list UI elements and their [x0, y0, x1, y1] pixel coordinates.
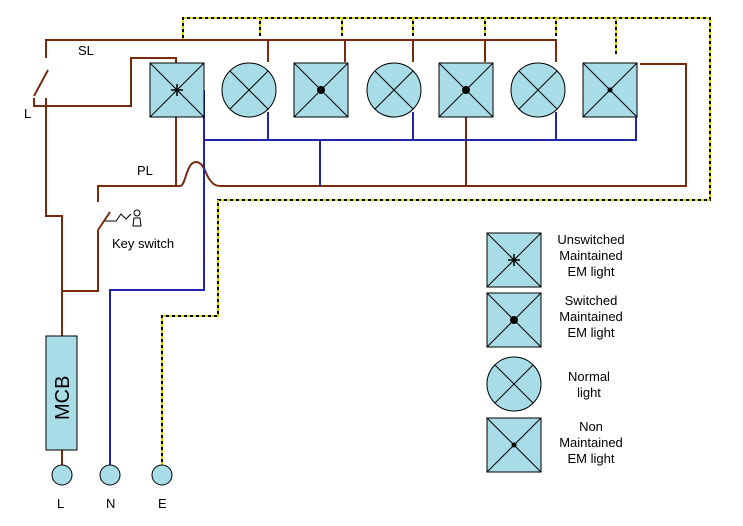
label-terminal-n: N: [106, 496, 115, 511]
svg-text:Switched: Switched: [565, 293, 618, 308]
label-terminal-e: E: [158, 496, 167, 511]
mcb-breaker: MCB: [45, 335, 78, 451]
legend-item-normal-light: Normal light: [486, 356, 610, 412]
fixture-normal-light[interactable]: [510, 62, 566, 118]
svg-text:MCB: MCB: [52, 376, 74, 420]
svg-text:EM light: EM light: [568, 325, 615, 340]
svg-text:Maintained: Maintained: [559, 435, 623, 450]
key-switch[interactable]: [97, 209, 142, 231]
label-terminal-l: L: [57, 496, 64, 511]
svg-text:Unswitched: Unswitched: [557, 232, 624, 247]
neutral-wiring: [109, 90, 637, 465]
fixture-unswitched-maintained[interactable]: [149, 62, 205, 118]
fixture-non-maintained[interactable]: [582, 62, 638, 118]
svg-text:Non: Non: [579, 419, 603, 434]
terminal-e[interactable]: [151, 464, 173, 486]
legend: Unswitched Maintained EM light Switched …: [486, 232, 625, 473]
label-pl: PL: [137, 163, 153, 178]
fixture-switched-maintained[interactable]: [293, 62, 349, 118]
label-sl: SL: [78, 43, 94, 58]
label-key-switch: Key switch: [112, 236, 174, 251]
terminal-n[interactable]: [99, 464, 121, 486]
svg-text:Normal: Normal: [568, 369, 610, 384]
fixture-normal-light[interactable]: [366, 62, 422, 118]
live-wiring: [33, 39, 687, 465]
svg-text:EM light: EM light: [568, 451, 615, 466]
svg-text:Maintained: Maintained: [559, 248, 623, 263]
fixture-normal-light[interactable]: [221, 62, 277, 118]
fixture-switched-maintained[interactable]: [438, 62, 494, 118]
wire-labels: SL L PL Key switch L N E: [24, 43, 174, 511]
svg-text:Maintained: Maintained: [559, 309, 623, 324]
legend-item-switched-maintained: Switched Maintained EM light: [486, 292, 623, 348]
terminals: [51, 464, 173, 486]
earth-wiring: [161, 17, 711, 465]
fixture-row: [149, 62, 638, 118]
legend-item-unswitched-maintained: Unswitched Maintained EM light: [486, 232, 625, 288]
label-l-switch: L: [24, 106, 31, 121]
svg-text:EM light: EM light: [568, 264, 615, 279]
terminal-l[interactable]: [51, 464, 73, 486]
svg-text:light: light: [577, 385, 601, 400]
legend-item-non-maintained: Non Maintained EM light: [486, 417, 623, 473]
